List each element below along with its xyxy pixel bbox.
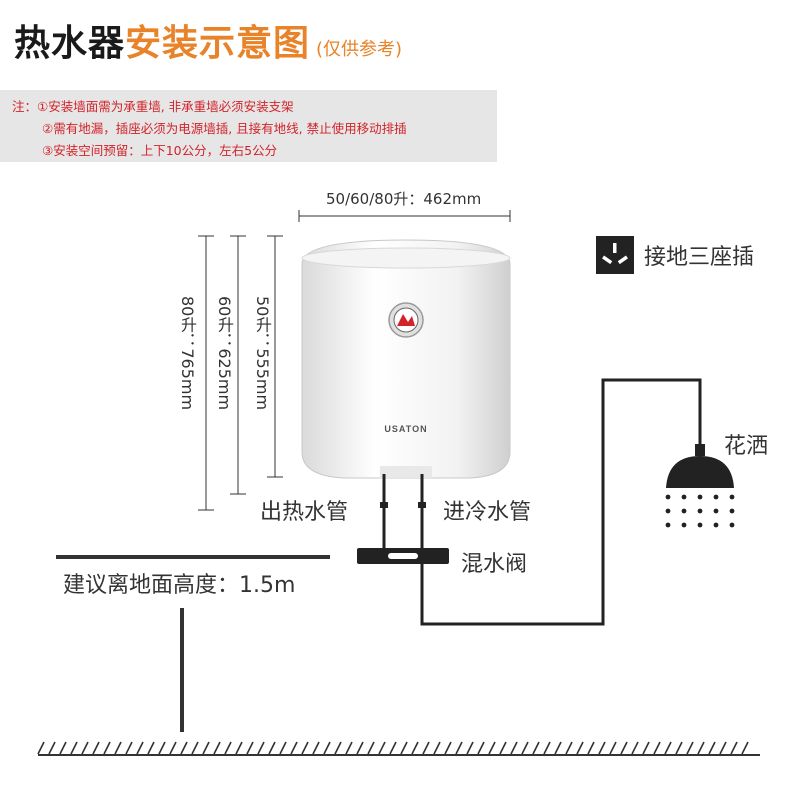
shower-head-icon	[665, 444, 735, 528]
title-part-black: 热水器	[14, 23, 126, 64]
hot-water-outlet-label: 出热水管	[260, 500, 349, 525]
title-note: (仅供参考)	[316, 39, 403, 60]
mixing-valve	[357, 548, 449, 564]
height-60-label: 60升：625mm	[215, 296, 234, 411]
brand-logo: USATON	[384, 424, 427, 434]
cold-water-pipe	[418, 474, 426, 556]
height-dimension-60	[230, 235, 246, 495]
height-80-label: 80升：765mm	[178, 296, 197, 411]
shower-pipe	[420, 378, 702, 626]
note-line-1: 注：①安装墙面需为承重墙, 非承重墙必须安装支架	[12, 99, 294, 114]
water-heater-tank	[301, 239, 511, 479]
note-line-3: ③安装空间预留：上下10公分，左右5公分	[42, 143, 278, 158]
installation-notes: 注：①安装墙面需为承重墙, 非承重墙必须安装支架 ②需有地漏，插座必须为电源墙插…	[0, 90, 497, 162]
socket-label: 接地三座插	[644, 245, 755, 270]
mixing-valve-label: 混水阀	[461, 552, 528, 577]
socket-icon	[596, 236, 634, 274]
note-line-2: ②需有地漏，插座必须为电源墙插, 且接有地线, 禁止使用移动排插	[42, 121, 407, 136]
gauge-icon	[388, 302, 424, 338]
height-dimension-50	[267, 235, 283, 478]
height-dimension-80	[198, 235, 214, 511]
width-dimension-label: 50/60/80升：462mm	[326, 190, 482, 208]
shower-label: 花洒	[724, 434, 769, 459]
width-dimension-line	[298, 210, 511, 222]
height-50-label: 50升：555mm	[253, 296, 272, 411]
page-title: 热水器安装示意图(仅供参考)	[14, 14, 402, 66]
cold-water-inlet-label: 进冷水管	[443, 500, 532, 525]
height-recommendation-label: 建议离地面高度：1.5m	[63, 573, 296, 598]
title-part-orange: 安装示意图	[125, 23, 311, 64]
hot-water-pipe	[380, 474, 388, 556]
floor-line	[37, 741, 760, 756]
